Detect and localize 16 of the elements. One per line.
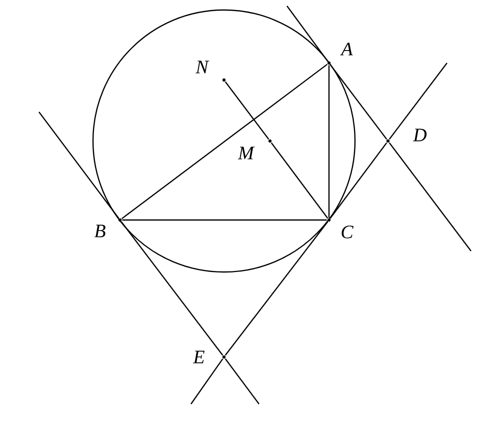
point-label: B: [94, 224, 106, 238]
line-segment: [120, 221, 224, 356]
line-segment: [270, 142, 328, 219]
point-label: D: [412, 128, 427, 142]
point-label: E: [192, 350, 204, 364]
point-label: N: [196, 60, 210, 74]
line-segment: [328, 65, 330, 218]
line-segment: [224, 221, 328, 356]
line-segment: [121, 64, 328, 220]
point-label: M: [238, 146, 255, 160]
point-label: A: [340, 42, 353, 56]
line-segment: [122, 219, 327, 221]
line-segment: [224, 81, 270, 140]
point-label: C: [342, 226, 354, 238]
line-segment: [330, 64, 388, 140]
line-segment: [330, 142, 388, 219]
